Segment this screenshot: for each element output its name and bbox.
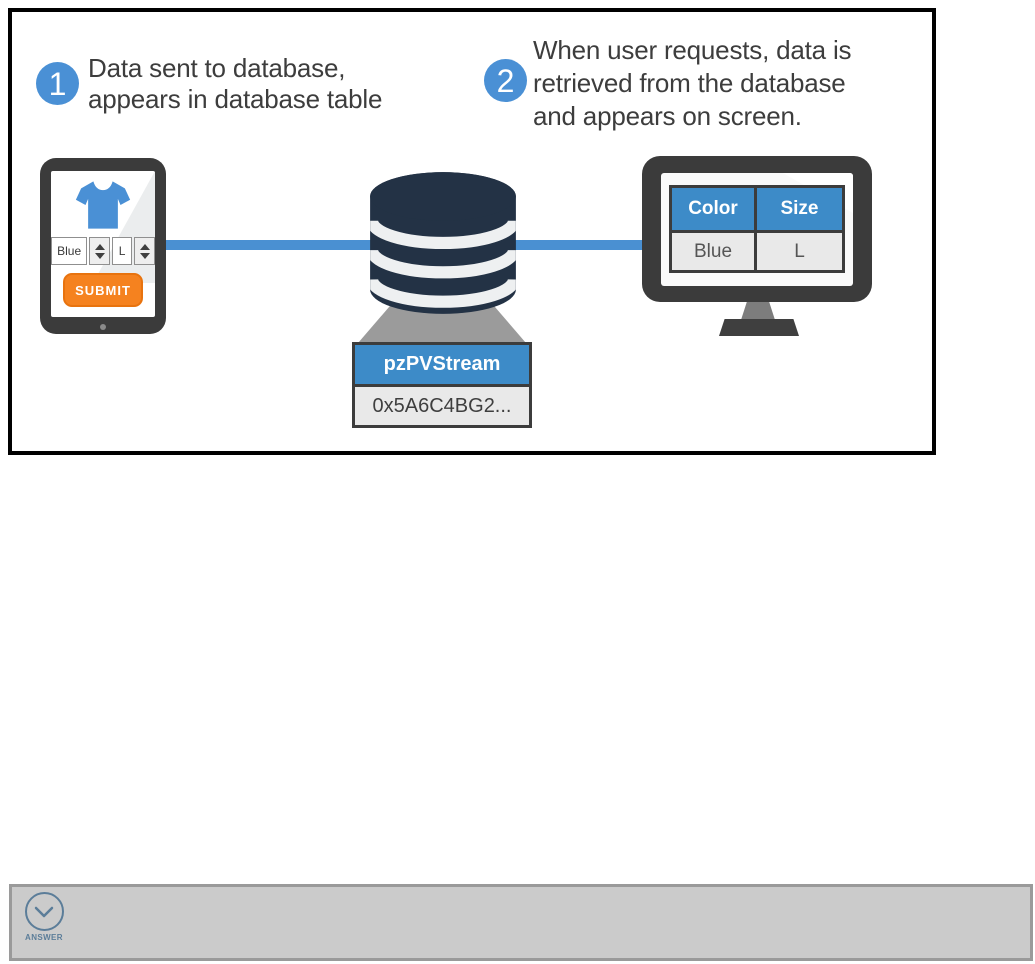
diagram-panel: 1 Data sent to database, appears in data… <box>8 8 936 455</box>
result-header-size: Size <box>757 188 842 233</box>
database-record-table: pzPVStream 0x5A6C4BG2... <box>352 342 532 428</box>
size-select: L <box>111 237 133 265</box>
database-icon <box>362 170 524 318</box>
spinner-down-icon <box>94 252 105 259</box>
step-2-caption: When user requests, data is retrieved fr… <box>533 34 852 133</box>
step-2-line-3: and appears on screen. <box>533 101 802 131</box>
result-value-color: Blue <box>672 233 757 270</box>
size-spinner <box>134 237 155 265</box>
result-value-size: L <box>757 233 842 270</box>
tablet-screen: Blue L SUBMIT <box>51 171 155 317</box>
monitor-base <box>719 319 799 336</box>
step-1-line-2: appears in database table <box>88 84 383 114</box>
spinner-up-icon <box>94 243 105 250</box>
step-1-caption: Data sent to database, appears in databa… <box>88 53 382 115</box>
color-spinner <box>89 237 110 265</box>
spinner-down-icon <box>139 252 150 259</box>
step-1-badge: 1 <box>36 62 79 105</box>
tablet-device: Blue L SUBMIT <box>40 158 166 334</box>
step-2-badge: 2 <box>484 59 527 102</box>
step-1-line-1: Data sent to database, <box>88 53 346 83</box>
monitor-device: Color Size Blue L <box>642 156 872 302</box>
submit-button: SUBMIT <box>63 273 143 307</box>
answer-bar: ANSWER <box>9 884 1033 961</box>
tshirt-icon <box>51 179 155 231</box>
order-controls: Blue L <box>51 237 155 265</box>
monitor-stand <box>741 301 775 320</box>
result-header-color: Color <box>672 188 757 233</box>
home-button-dot <box>100 324 106 330</box>
color-select: Blue <box>51 237 88 265</box>
database-column-name: pzPVStream <box>355 345 529 387</box>
chevron-down-icon[interactable] <box>24 892 64 931</box>
answer-label: ANSWER <box>25 933 63 942</box>
step-2-line-2: retrieved from the database <box>533 68 846 98</box>
result-table: Color Size Blue L <box>669 185 845 273</box>
spinner-up-icon <box>139 243 150 250</box>
monitor-screen: Color Size Blue L <box>661 173 853 286</box>
answer-button[interactable]: ANSWER <box>22 892 66 942</box>
step-2-line-1: When user requests, data is <box>533 35 852 65</box>
database-record-value: 0x5A6C4BG2... <box>355 387 529 425</box>
